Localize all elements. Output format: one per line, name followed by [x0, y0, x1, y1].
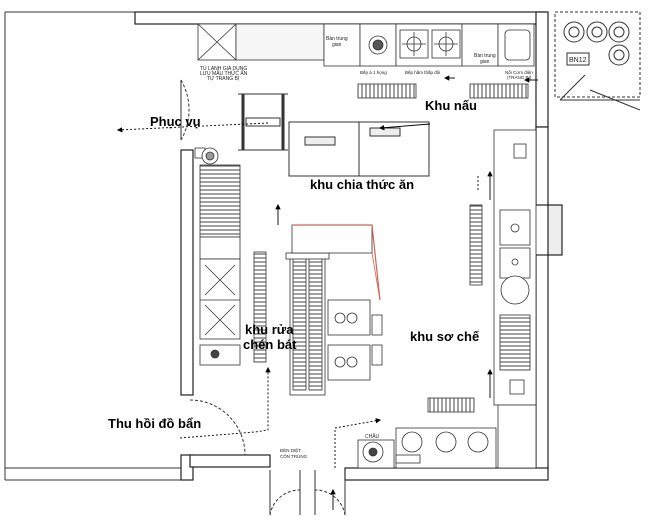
left-equipment [194, 147, 241, 366]
rack-top-1 [357, 83, 417, 99]
right-equipment [493, 129, 537, 406]
trolley [238, 93, 288, 151]
zone-phuc-vu: Phục vụ [150, 114, 201, 129]
rack-bottom [427, 397, 475, 413]
dish-rack-center [285, 252, 330, 396]
noi-com-label-2: (TRANG BỊ) [507, 75, 532, 80]
zone-thu-hoi: Thu hồi đồ bẩn [108, 416, 201, 431]
bep-1-hong-label: Bếp á 1 họng [360, 70, 387, 75]
den-diet-label-2: CÔN TRÙNG [280, 453, 308, 459]
rack-mid-left [253, 251, 267, 363]
flow-paths [116, 75, 538, 510]
rack-top-2 [469, 83, 529, 99]
fridge-label-1: TỦ LẠNH GIA DỤNG [200, 65, 247, 72]
top-equipment [197, 23, 535, 67]
ban-trung-gian-2: Bàn trung [474, 53, 496, 59]
bottom-equipment [357, 404, 537, 469]
ban-trung-gian-1b: gian [332, 42, 342, 48]
noi-com-label-1: Nồi Cơm điện [505, 70, 533, 75]
bep-ham-label: Bếp hầm thấp đôi [405, 70, 440, 75]
zone-khu-rua-line2: chén bát [243, 337, 297, 352]
zone-khu-nau: Khu nấu [425, 98, 477, 113]
fridge-label-3: TỰ TRANG BỊ [207, 76, 239, 82]
doors [180, 79, 346, 516]
bn12-units [554, 11, 641, 111]
outer-border [4, 11, 190, 481]
serving-counter [288, 121, 430, 177]
ban-trung-gian-2b: gian [480, 59, 490, 65]
fridge-label-2: LƯU MẪU THỨC ĂN [200, 70, 248, 77]
ban-trung-gian-1: Bàn trung [326, 36, 348, 42]
walls [134, 11, 563, 481]
den-diet-label-1: ĐÈN DIỆT [280, 446, 301, 453]
dishwasher-area [291, 224, 383, 381]
bn12-label: BN12 [569, 57, 587, 64]
zone-khu-chia: khu chia thức ăn [310, 177, 414, 192]
rack-right [469, 204, 483, 286]
chau-label: CHẬU [365, 433, 380, 440]
zone-khu-so-che: khu sơ chế [410, 329, 480, 344]
zone-khu-rua-line1: khu rửa [245, 322, 294, 337]
